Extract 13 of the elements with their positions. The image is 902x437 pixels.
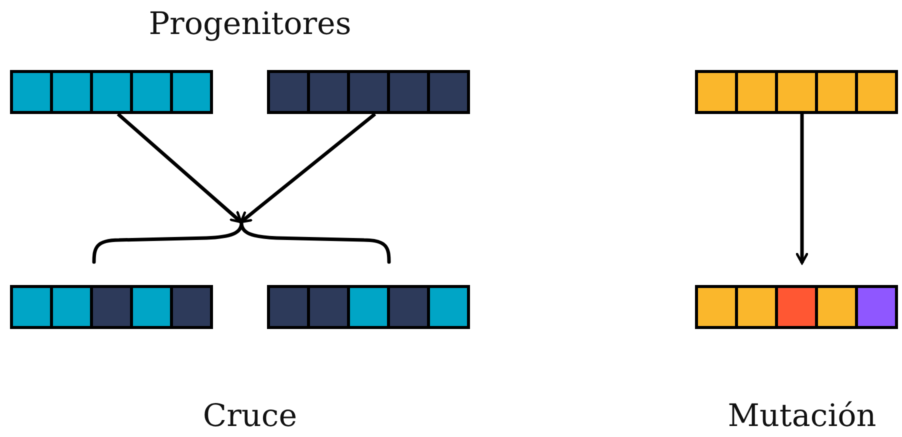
arrow [796,114,808,264]
operation-label: Cruce [202,398,298,434]
chromosome-bar [695,285,898,329]
chromosome-bar [10,70,213,114]
group-label: Progenitores [148,6,352,42]
arrow [116,112,242,224]
operation-label: Mutación [728,398,876,434]
curly-brace [92,221,391,264]
chromosome-bar [267,285,470,329]
chromosome-bar [267,70,470,114]
arrow [240,112,376,224]
chromosome-bar [10,285,213,329]
chromosome-bar [695,70,898,114]
